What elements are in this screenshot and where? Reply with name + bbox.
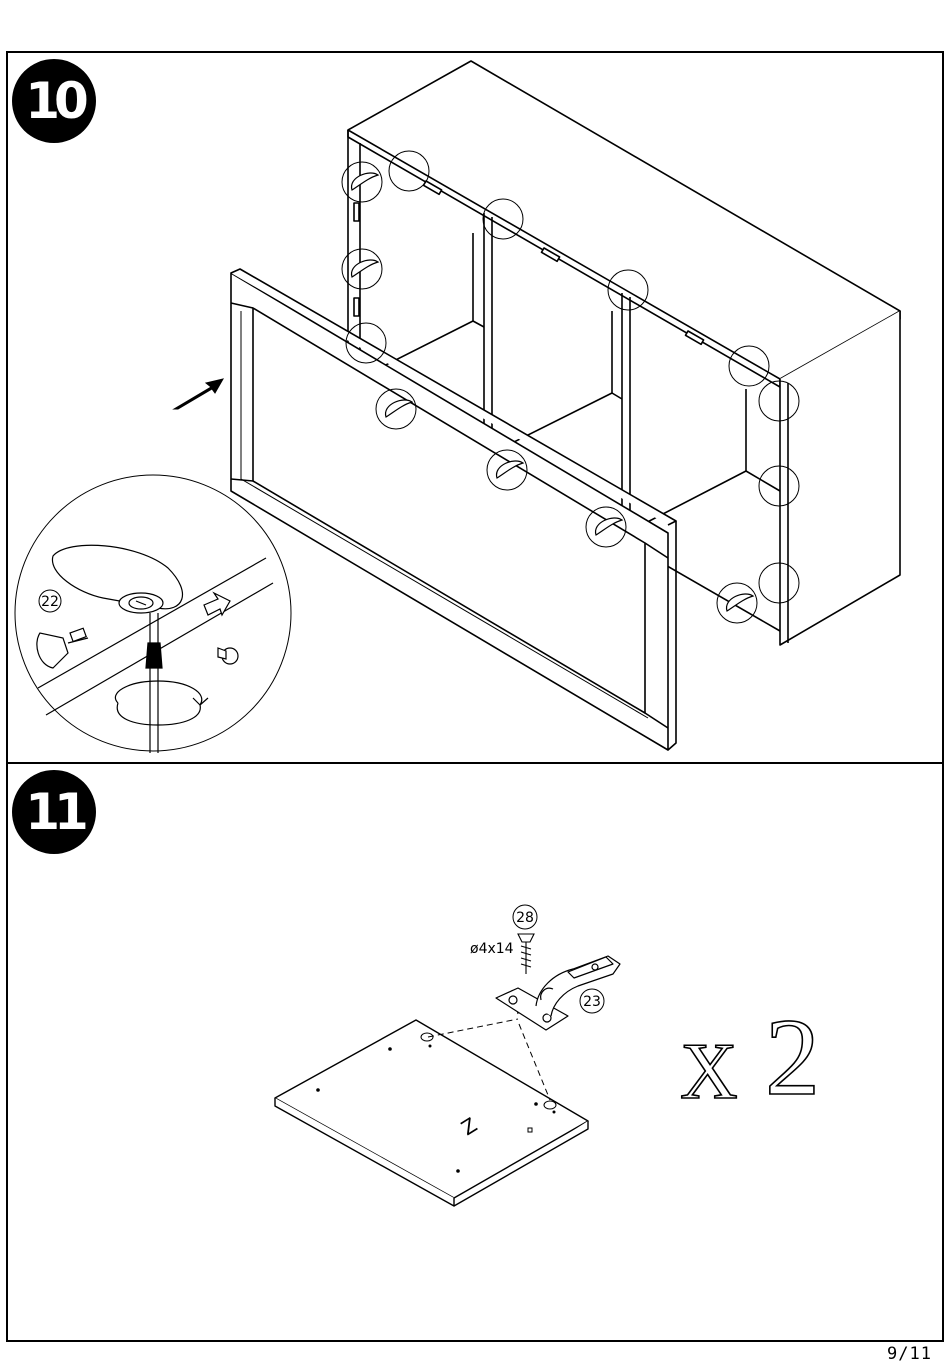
door-panel	[275, 1020, 588, 1206]
cam-lock-detail	[15, 475, 291, 753]
door-hinge-illustration: Z 28 ø4x14 23	[8, 764, 946, 1344]
screw-size-label: ø4x14	[470, 941, 514, 957]
part-number-22: 22	[41, 594, 59, 610]
part-23-callout: 23	[580, 989, 604, 1013]
part-number-23: 23	[583, 994, 601, 1010]
page-number: 9/11	[887, 1344, 932, 1364]
multiplier-count: 2	[765, 996, 820, 1118]
multiplier-x: X	[680, 1028, 738, 1116]
cabinet-assembly-illustration: 22	[8, 53, 946, 766]
step-11-panel: 11 Z	[6, 762, 944, 1342]
screw-28	[518, 934, 534, 974]
part-22-callout: 22	[39, 590, 61, 612]
part-28-callout: 28	[513, 905, 537, 929]
cabinet-top	[348, 61, 900, 379]
step-10-panel: 10	[6, 51, 944, 764]
part-number-28: 28	[516, 910, 534, 926]
insert-arrow-icon	[174, 379, 223, 409]
